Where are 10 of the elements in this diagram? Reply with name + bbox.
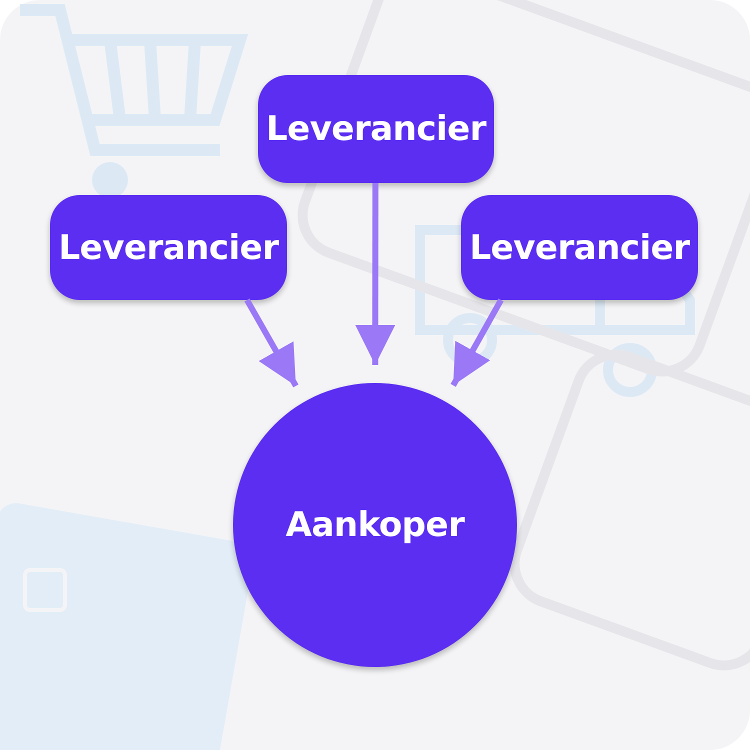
supplier-box <box>50 195 287 300</box>
arrow <box>450 298 504 387</box>
arrow <box>244 298 298 388</box>
node-label: Leverancier <box>470 228 690 268</box>
node-label: Aankoper <box>286 505 464 545</box>
supplier-box <box>461 195 698 300</box>
node-label: Leverancier <box>266 109 486 149</box>
supplier-box <box>258 75 494 183</box>
node-label: Leverancier <box>58 228 278 268</box>
arrow <box>355 183 396 365</box>
